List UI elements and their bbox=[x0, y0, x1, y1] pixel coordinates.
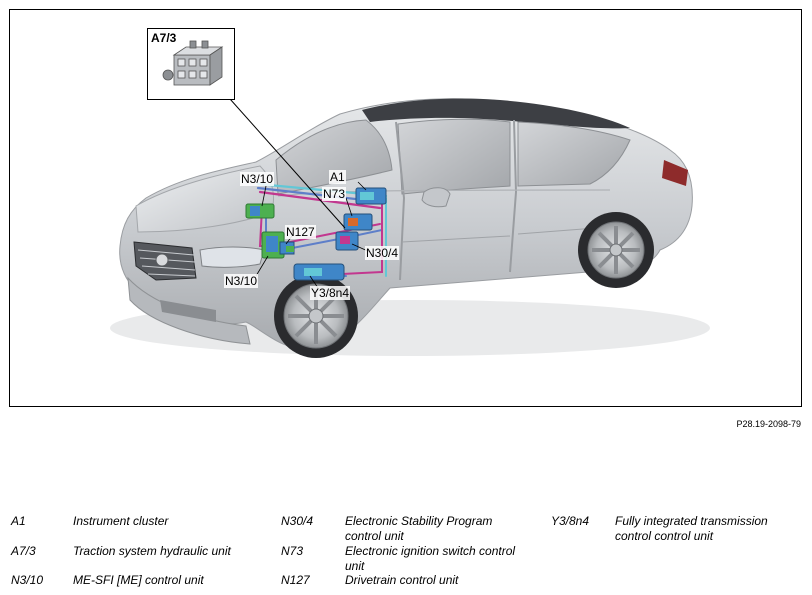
module-y3-8n4 bbox=[293, 263, 345, 281]
legend-abbr: N127 bbox=[281, 573, 310, 587]
legend-desc: Instrument cluster bbox=[73, 514, 169, 528]
legend-desc: Fully integrated transmission control co… bbox=[615, 514, 768, 543]
legend-abbr: A1 bbox=[11, 514, 26, 528]
callout-n30-4: N30/4 bbox=[365, 246, 400, 260]
car-roof bbox=[362, 98, 630, 129]
car-mirror bbox=[421, 187, 451, 208]
vehicle-illustration bbox=[110, 89, 710, 358]
legend-abbr: N30/4 bbox=[281, 514, 314, 528]
front-wheel bbox=[274, 274, 358, 358]
callout-y3-8n4: Y3/8n4 bbox=[310, 286, 351, 300]
legend-desc: Traction system hydraulic unit bbox=[73, 544, 231, 558]
inset-label: A7/3 bbox=[151, 31, 177, 45]
hydraulic-unit-icon bbox=[162, 40, 224, 86]
module-n73 bbox=[343, 213, 373, 231]
figure-frame: A7/3 N3/10 A1 N73 N127 N30/4 N3/10 Y3/8n… bbox=[9, 9, 802, 407]
car-windshield bbox=[275, 119, 393, 195]
figure-code: P28.19-2098-79 bbox=[736, 419, 801, 429]
car-rear-window bbox=[517, 121, 631, 187]
callout-n3-10-top: N3/10 bbox=[240, 172, 275, 186]
callout-n127: N127 bbox=[285, 225, 316, 239]
callout-n73: N73 bbox=[322, 187, 347, 201]
legend-abbr: N3/10 bbox=[11, 573, 44, 587]
legend-desc: Drivetrain control unit bbox=[345, 573, 459, 587]
legend-abbr: A7/3 bbox=[11, 544, 36, 558]
legend-desc: Electronic Stability Program control uni… bbox=[345, 514, 493, 543]
module-n30-4 bbox=[335, 231, 359, 251]
module-n3-10-top bbox=[245, 203, 275, 219]
callout-n3-10-bottom: N3/10 bbox=[224, 274, 259, 288]
legend-abbr: Y3/8n4 bbox=[551, 514, 590, 528]
legend-desc: Electronic ignition switch control unit bbox=[345, 544, 516, 573]
module-n3-10-bottom bbox=[261, 231, 285, 259]
legend-desc: ME-SFI [ME] control unit bbox=[73, 573, 204, 587]
rear-wheel bbox=[578, 212, 654, 288]
car-headlight bbox=[199, 246, 265, 268]
car-front-window bbox=[397, 118, 511, 195]
inset-a7-3: A7/3 bbox=[147, 28, 235, 100]
legend-abbr: N73 bbox=[281, 544, 304, 558]
module-a1 bbox=[355, 187, 387, 205]
inset-pointer bbox=[221, 89, 346, 229]
callout-a1: A1 bbox=[329, 170, 346, 184]
module-n127 bbox=[279, 241, 295, 255]
